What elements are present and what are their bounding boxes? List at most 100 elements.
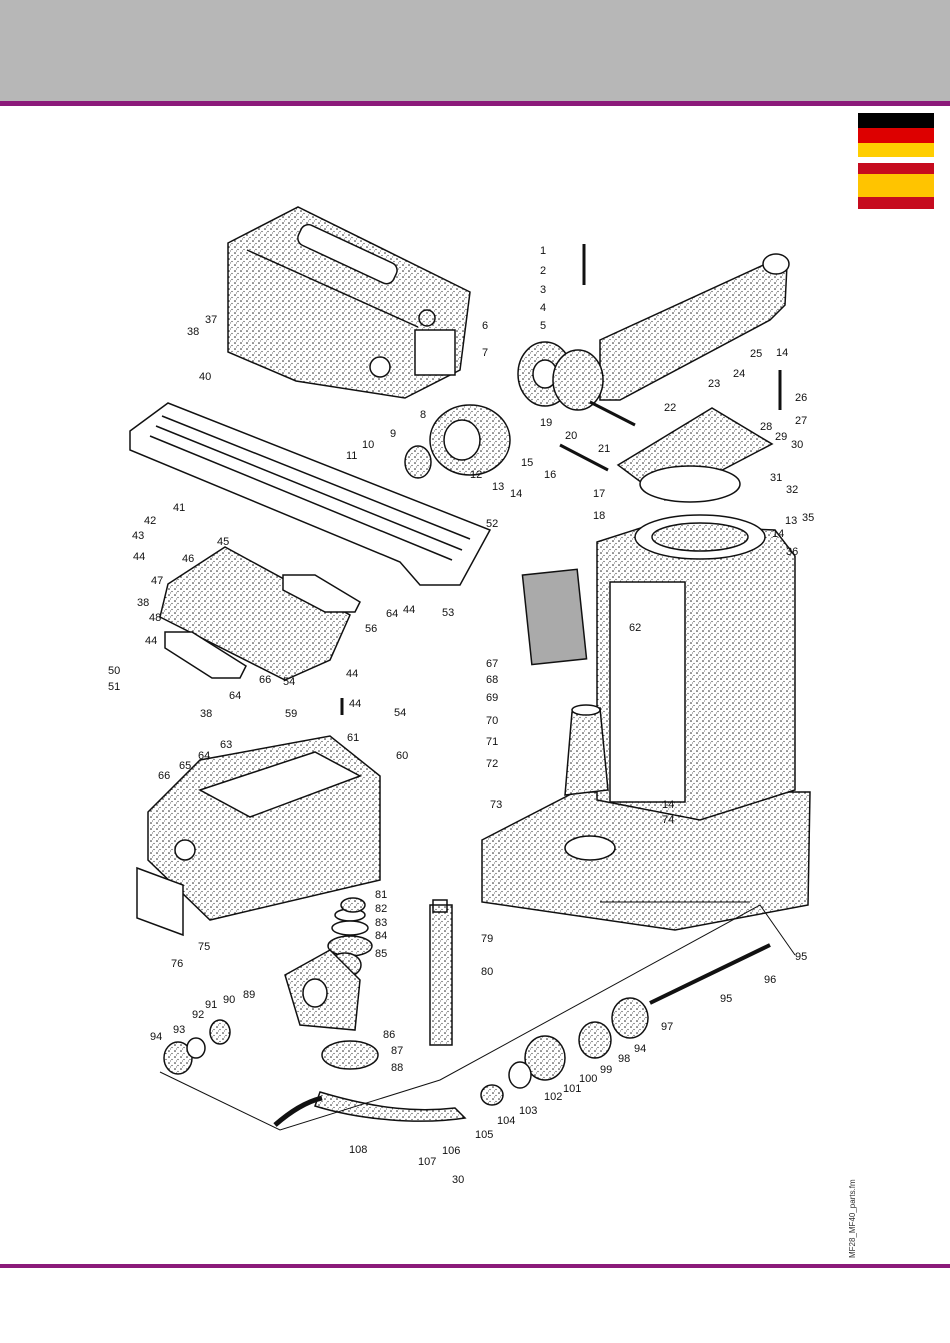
- part-number-label: 71: [486, 736, 498, 748]
- part-number-label: 9: [390, 428, 396, 440]
- es-flag: [858, 163, 934, 209]
- part-number-label: 64: [198, 750, 210, 762]
- part-number-label: 21: [598, 443, 610, 455]
- part-number-label: 32: [786, 484, 798, 496]
- part-number-label: 38: [200, 708, 212, 720]
- part-number-label: 30: [791, 439, 803, 451]
- saddle: [159, 546, 351, 681]
- part-number-label: 86: [383, 1029, 395, 1041]
- part-number-label: 31: [770, 472, 782, 484]
- part-number-label: 106: [442, 1145, 460, 1157]
- part-number-label: 44: [133, 551, 145, 563]
- part-number-label: 6: [482, 320, 488, 332]
- part-number-label: 12: [470, 469, 482, 481]
- part-number-label: 16: [544, 469, 556, 481]
- part-number-label: 14: [772, 528, 784, 540]
- part-number-label: 87: [391, 1045, 403, 1057]
- part-number-label: 19: [540, 417, 552, 429]
- part-number-label: 62: [629, 622, 641, 634]
- part-number-label: 44: [145, 635, 157, 647]
- part-number-label: 15: [521, 457, 533, 469]
- part-number-label: 63: [220, 739, 232, 751]
- part-number-label: 66: [158, 770, 170, 782]
- part-number-label: 7: [482, 347, 488, 359]
- part-number-label: 79: [481, 933, 493, 945]
- part-number-label: 69: [486, 692, 498, 704]
- part-number-label: 26: [795, 392, 807, 404]
- part-number-label: 53: [442, 607, 454, 619]
- part-number-label: 1: [540, 245, 546, 257]
- part-number-label: 11: [346, 450, 357, 462]
- part-number-label: 47: [151, 575, 163, 587]
- part-number-label: 44: [349, 698, 361, 710]
- part-number-label: 37: [205, 314, 217, 326]
- part-number-label: 48: [149, 612, 161, 624]
- part-number-label: 102: [544, 1091, 562, 1103]
- part-number-label: 46: [182, 553, 194, 565]
- part-number-label: 103: [519, 1105, 537, 1117]
- footer-rule: [0, 1264, 950, 1268]
- part-number-label: 20: [565, 430, 577, 442]
- part-number-label: 75: [198, 941, 210, 953]
- part-number-label: 67: [486, 658, 498, 670]
- part-number-label: 74: [662, 814, 674, 826]
- part-number-label: 61: [347, 732, 359, 744]
- exploded-parts-diagram: 1234567891011121314151617181920212223242…: [108, 206, 814, 1185]
- ram-arm: [599, 261, 788, 401]
- part-number-label: 90: [223, 994, 235, 1006]
- part-number-label: 14: [510, 488, 522, 500]
- part-number-label: 68: [486, 674, 498, 686]
- part-number-label: 38: [137, 597, 149, 609]
- part-number-label: 95: [795, 951, 807, 963]
- part-number-label: 22: [664, 402, 676, 414]
- part-number-label: 44: [403, 604, 415, 616]
- part-number-label: 38: [187, 326, 199, 338]
- part-number-label: 44: [346, 668, 358, 680]
- part-number-label: 54: [394, 707, 406, 719]
- part-number-label: 91: [205, 999, 217, 1011]
- part-number-label: 104: [497, 1115, 515, 1127]
- part-number-label: 100: [579, 1073, 597, 1085]
- work-table: [129, 402, 492, 586]
- part-number-label: 107: [418, 1156, 436, 1168]
- part-number-label: 76: [171, 958, 183, 970]
- part-number-label: 28: [760, 421, 772, 433]
- part-number-label: 10: [362, 439, 374, 451]
- part-number-label: 95: [720, 993, 732, 1005]
- part-number-label: 94: [634, 1043, 646, 1055]
- part-number-label: 2: [540, 265, 546, 277]
- part-number-label: 13: [492, 481, 504, 493]
- de-flag: [858, 113, 934, 157]
- part-number-label: 23: [708, 378, 720, 390]
- quill: [564, 707, 609, 796]
- part-number-label: 18: [593, 510, 605, 522]
- part-number-label: 60: [396, 750, 408, 762]
- part-number-label: 42: [144, 515, 156, 527]
- part-number-label: 59: [285, 708, 297, 720]
- document-filename-label: MF28_MF40_parts.fm: [848, 1179, 857, 1258]
- part-number-label: 4: [540, 302, 546, 314]
- part-number-label: 73: [490, 799, 502, 811]
- part-number-label: 83: [375, 917, 387, 929]
- part-number-label: 97: [661, 1021, 673, 1033]
- part-number-label: 72: [486, 758, 498, 770]
- part-number-label: 14: [662, 799, 674, 811]
- part-number-label: 94: [150, 1031, 162, 1043]
- saddle-gib: [164, 631, 247, 679]
- part-number-label: 29: [775, 431, 787, 443]
- knee-cover: [136, 866, 184, 937]
- part-number-label: 56: [365, 623, 377, 635]
- part-number-label: 52: [486, 518, 498, 530]
- part-number-label: 96: [764, 974, 776, 986]
- part-number-label: 24: [733, 368, 745, 380]
- part-number-label: 101: [563, 1083, 581, 1095]
- part-number-label: 81: [375, 889, 387, 901]
- column-base: [481, 791, 811, 931]
- part-number-label: 64: [386, 608, 398, 620]
- part-number-label: 64: [229, 690, 241, 702]
- part-number-label: 54: [283, 676, 295, 688]
- part-number-label: 41: [173, 502, 185, 514]
- part-number-label: 51: [108, 681, 120, 693]
- part-number-label: 35: [802, 512, 814, 524]
- part-number-label: 5: [540, 320, 546, 332]
